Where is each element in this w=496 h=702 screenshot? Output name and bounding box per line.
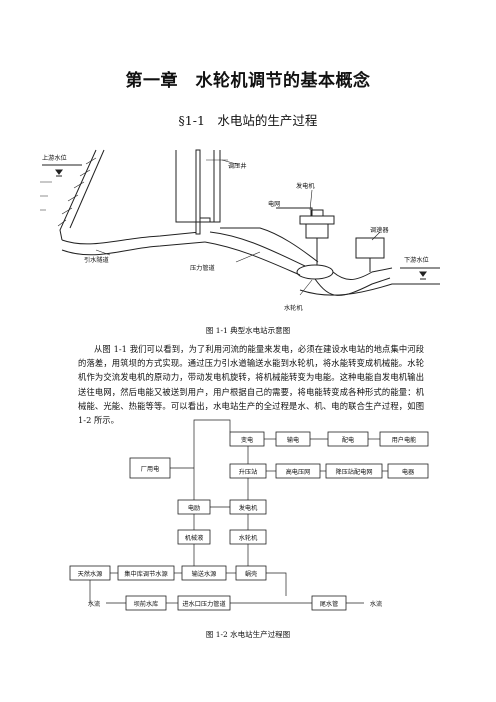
label-dam-reservoir: 坝前水库 [134, 600, 159, 608]
section-title: §1-1 水电站的生产过程 [178, 113, 318, 128]
label-natural-water: 天然水源 [78, 570, 103, 578]
body-paragraph: 从图 1-1 我们可以看到，为了利用河流的能量来发电，必须在建设水电站的地点集中… [78, 344, 424, 426]
downstream-level-icon [419, 271, 427, 277]
label-outflow: 水流 [370, 600, 382, 608]
diversion-tunnel-upper [61, 231, 201, 245]
label-generator: 发电机 [296, 182, 315, 190]
label-appliance: 电器 [402, 468, 415, 476]
label-exciter: 电励 [188, 504, 200, 512]
label-transform: 变电 [241, 436, 253, 444]
label-inflow: 水流 [88, 600, 100, 608]
penstock-upper [204, 241, 301, 276]
label-generator-box: 发电机 [239, 504, 258, 512]
label-user-power: 用户电能 [392, 436, 417, 444]
dam-slope [59, 149, 97, 241]
label-volute: 蜗壳 [245, 570, 257, 578]
label-tailwater: 尾水管 [320, 600, 339, 608]
label-transmit: 输电 [287, 436, 299, 444]
label-hv-grid: 高电压网 [286, 468, 311, 476]
label-step-down: 降压站配电网 [335, 468, 372, 476]
label-upstream-level: 上游水位 [42, 154, 67, 162]
figure1-caption: 图 1-1 典型水电站示意图 [205, 326, 291, 335]
label-governor: 调速器 [370, 226, 389, 234]
label-mech-gov: 机械液 [185, 534, 204, 542]
label-surge-tank: 调压井 [228, 162, 247, 170]
label-turbine: 水轮机 [284, 304, 303, 312]
label-penstock: 压力管道 [190, 264, 215, 272]
label-plant-power: 厂用电 [141, 465, 160, 473]
upstream-level-icon [55, 169, 63, 175]
label-downstream-level: 下游水位 [404, 256, 429, 264]
label-conveying: 输送水源 [192, 570, 217, 578]
grid-connection [276, 207, 313, 216]
label-turbine-box: 水轮机 [239, 534, 258, 542]
label-intake-penstock: 进水口压力管道 [182, 600, 225, 608]
label-reservoir: 集中库调节水源 [124, 570, 167, 578]
label-diversion-tunnel: 引水隧道 [84, 256, 109, 264]
draft-tube [314, 277, 391, 296]
label-grid: 电网 [268, 200, 280, 208]
chapter-title: 第一章 水轮机调节的基本概念 [125, 71, 371, 91]
label-step-up: 升压站 [239, 468, 258, 476]
label-distribute: 配电 [342, 436, 354, 444]
figure2-caption: 图 1-2 水电站生产过程图 [205, 630, 291, 639]
